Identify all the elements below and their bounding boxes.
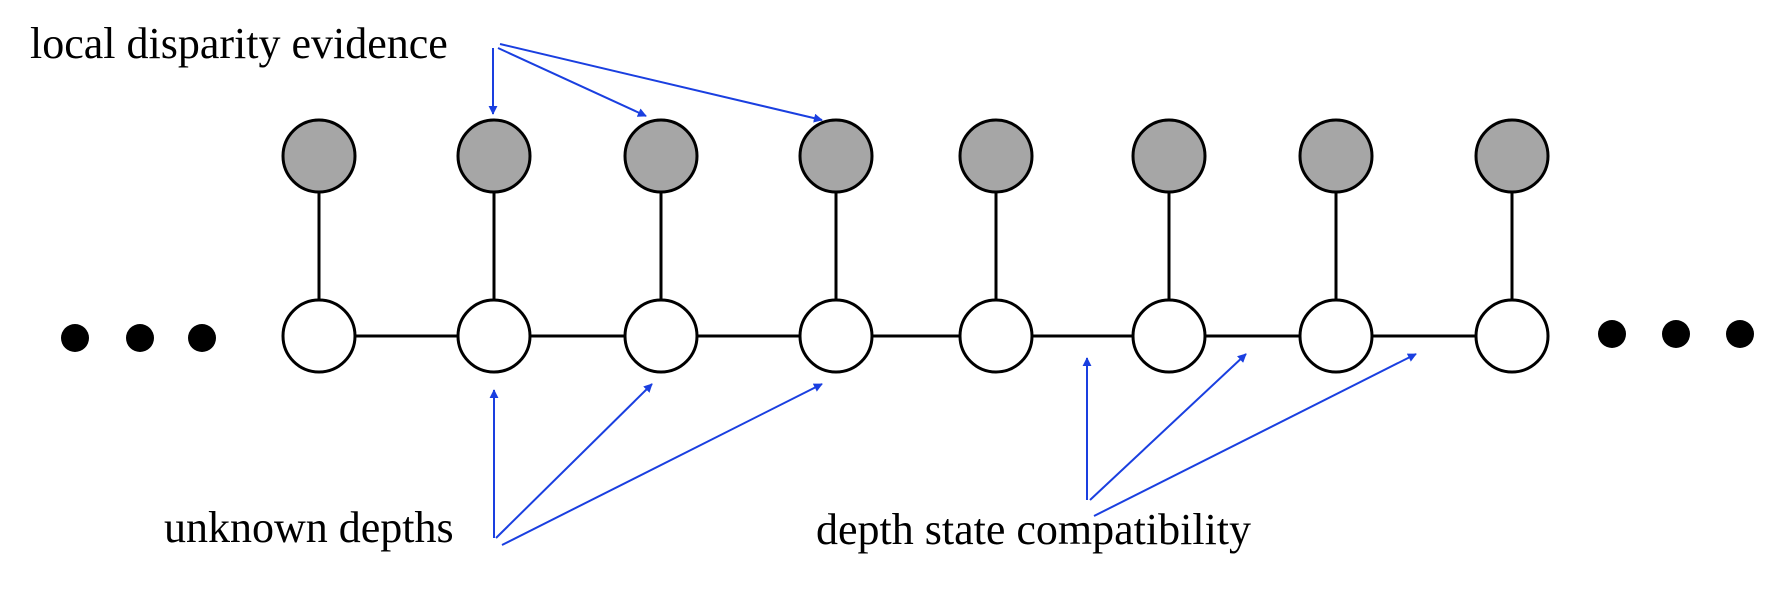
hidden-node	[456, 298, 532, 374]
label-local-disparity-evidence: local disparity evidence	[30, 19, 448, 68]
vertical-edges	[317, 192, 1514, 300]
hidden-node	[1131, 298, 1207, 374]
ellipsis-dot	[126, 324, 154, 352]
arrow	[497, 47, 647, 117]
evidence-arrows	[488, 43, 823, 123]
observed-node	[281, 118, 357, 194]
hidden-node	[958, 298, 1034, 374]
observed-node	[798, 118, 874, 194]
arrow	[499, 43, 823, 123]
ellipsis-left	[61, 324, 216, 352]
observed-node	[1474, 118, 1550, 194]
arrow	[1089, 353, 1247, 501]
hidden-node	[798, 298, 874, 374]
compat-arrows	[1082, 353, 1417, 517]
observed-node	[958, 118, 1034, 194]
ellipsis-dot	[188, 324, 216, 352]
observed-nodes	[281, 118, 1550, 194]
ellipsis-dot	[1662, 320, 1690, 348]
observed-node	[623, 118, 699, 194]
arrow	[501, 383, 823, 546]
ellipsis-right	[1598, 320, 1754, 348]
unknown-arrows	[489, 383, 823, 546]
arrow	[1093, 353, 1417, 517]
hidden-node	[281, 298, 357, 374]
hidden-node	[623, 298, 699, 374]
ellipsis-dot	[1598, 320, 1626, 348]
ellipsis-dot	[61, 324, 89, 352]
arrow	[495, 383, 653, 539]
hidden-node	[1298, 298, 1374, 374]
observed-node	[1131, 118, 1207, 194]
hidden-node	[1474, 298, 1550, 374]
hidden-nodes	[281, 298, 1550, 374]
ellipsis-dot	[1726, 320, 1754, 348]
observed-node	[1298, 118, 1374, 194]
label-unknown-depths: unknown depths	[164, 503, 454, 552]
label-depth-state-compatibility: depth state compatibility	[816, 505, 1251, 554]
observed-node	[456, 118, 532, 194]
